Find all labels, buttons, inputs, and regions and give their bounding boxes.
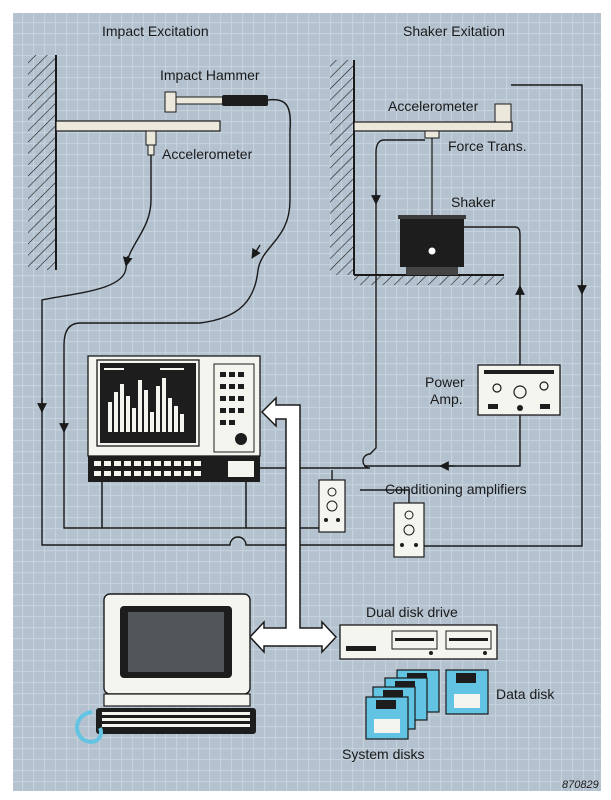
floppy-disk-icon xyxy=(445,669,489,715)
system-disks-stack xyxy=(365,669,440,740)
power-amplifier-icon xyxy=(477,364,561,416)
accelerometer-label-right: Accelerometer xyxy=(388,98,479,114)
shaker-icon xyxy=(398,215,466,275)
fft-analyzer-icon xyxy=(87,355,261,528)
data-bus-arrow xyxy=(248,396,338,654)
system-disks-label: System disks xyxy=(342,746,425,762)
signal-arrows xyxy=(37,190,587,471)
shaker-label: Shaker xyxy=(451,194,496,210)
left-wall xyxy=(28,55,57,270)
right-beam xyxy=(353,121,513,132)
left-beam xyxy=(55,120,221,132)
impact-hammer-label: Impact Hammer xyxy=(160,67,260,83)
accelerometer-icon xyxy=(145,130,157,156)
impact-hammer-icon xyxy=(164,91,292,131)
figure-code: 870829 xyxy=(562,779,599,791)
right-wall xyxy=(330,60,355,275)
impact-excitation-title: Impact Excitation xyxy=(102,23,209,39)
force-transducer-label: Force Trans. xyxy=(448,138,527,154)
amplifier-module-icon xyxy=(393,502,425,558)
telephone-cable-icon xyxy=(75,710,103,744)
accelerometer-icon xyxy=(494,103,512,123)
personal-computer-icon xyxy=(96,593,256,734)
force-transducer-icon xyxy=(424,130,440,217)
shaker-excitation-title: Shaker Exitation xyxy=(403,23,505,39)
conditioning-amplifiers-label: Conditioning amplifiers xyxy=(385,481,527,497)
accelerometer-label-left: Accelerometer xyxy=(162,146,253,162)
signal-cables xyxy=(41,84,583,547)
dual-disk-drive-icon xyxy=(339,624,498,660)
power-amp-label-line1: Power xyxy=(425,374,465,390)
data-disk-label: Data disk xyxy=(496,686,555,702)
power-amp-label-line2: Amp. xyxy=(430,391,463,407)
amplifier-module-icon xyxy=(318,479,346,533)
dual-disk-drive-label: Dual disk drive xyxy=(366,604,458,620)
